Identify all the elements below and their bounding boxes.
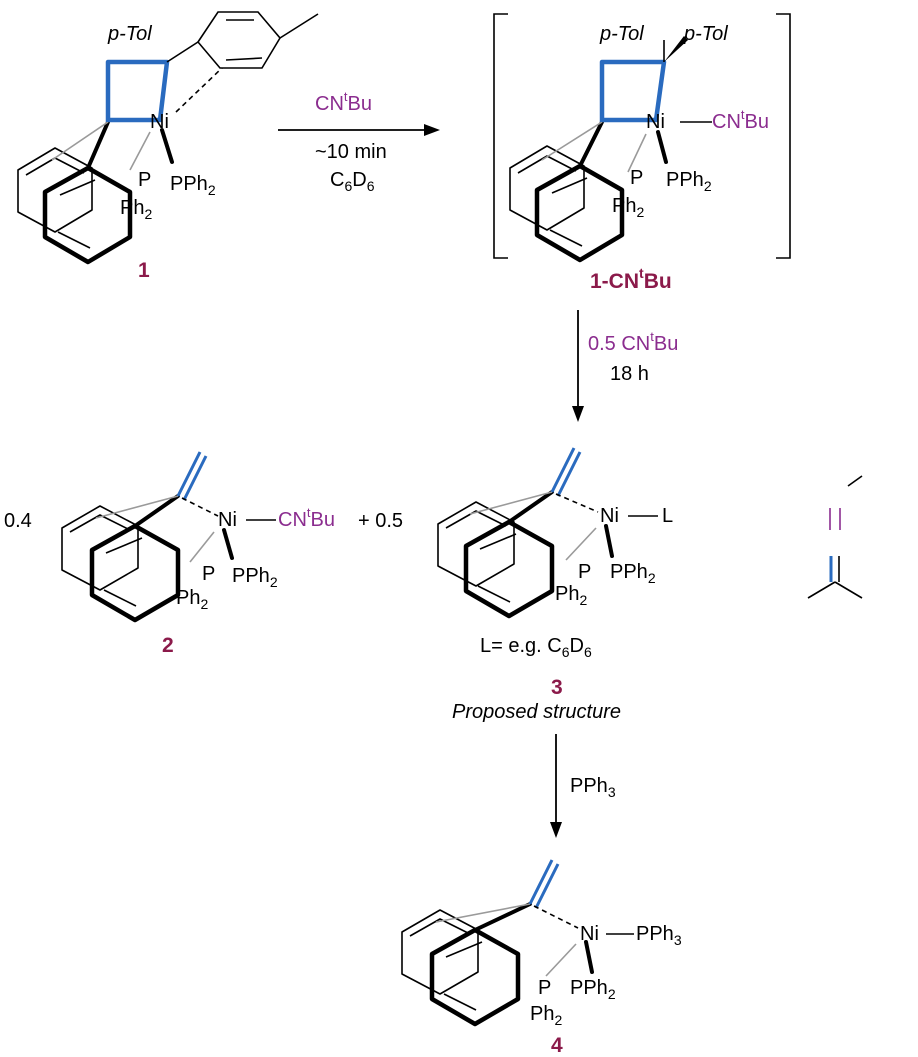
svg-text:PPh3: PPh3 (570, 775, 616, 800)
svg-text:Ni: Ni (600, 505, 619, 527)
svg-text:P: P (630, 167, 643, 189)
svg-text:p-Tol: p-Tol (599, 23, 644, 45)
svg-text:Ph2: Ph2 (120, 197, 152, 222)
svg-text:CNtBu: CNtBu (278, 505, 335, 531)
svg-text:CNtBu: CNtBu (315, 89, 372, 115)
compound-3: Ni L P PPh2 Ph2 L= e.g. C6D6 3 Proposed … (437, 447, 673, 723)
svg-text:Ni: Ni (218, 509, 237, 531)
svg-text:Ph2: Ph2 (176, 587, 208, 612)
ketenimine (807, 475, 863, 599)
svg-text:L= e.g. C6D6: L= e.g. C6D6 (480, 635, 592, 660)
svg-text:C6D6: C6D6 (330, 169, 375, 194)
svg-text:PPh2: PPh2 (170, 173, 216, 198)
svg-text:Ph2: Ph2 (530, 1003, 562, 1028)
arrow-3: PPh3 (550, 734, 616, 838)
arrow-2: 0.5 CNtBu 18 h (572, 310, 678, 422)
svg-text:Ni: Ni (646, 111, 665, 133)
svg-text:Ph2: Ph2 (555, 583, 587, 608)
compound-1-cntbu: p-Tol p-Tol Ni CNtBu PPh2 P Ph2 1-CNtBu (493, 13, 791, 293)
proposed-structure-note: Proposed structure (452, 701, 621, 723)
bracket-right (776, 13, 791, 259)
bracket-left (493, 13, 508, 259)
svg-text:PPh3: PPh3 (636, 923, 682, 948)
svg-text:L: L (662, 505, 673, 527)
compound-label-2: 2 (162, 634, 174, 657)
coef-0.4: 0.4 (4, 510, 32, 532)
compound-label-3: 3 (551, 676, 563, 699)
compound-label-1: 1 (138, 259, 150, 282)
svg-text:Ni: Ni (580, 923, 599, 945)
svg-text:p-Tol: p-Tol (683, 23, 728, 45)
arrow-1: CNtBu ~10 min C6D6 (278, 89, 440, 194)
coef-0.5: + 0.5 (358, 510, 403, 532)
compound-2: 0.4 Ni CNtBu P PPh2 Ph2 2 (4, 451, 335, 657)
compound-4: Ni PPh3 P PPh2 Ph2 4 (401, 859, 682, 1057)
svg-text:CNtBu: CNtBu (712, 107, 769, 133)
aryl-ring (42, 165, 133, 265)
ni-label: Ni (150, 111, 169, 133)
compound-label-4: 4 (551, 1034, 563, 1057)
svg-text:P: P (538, 977, 551, 999)
svg-text:~10 min: ~10 min (315, 141, 387, 163)
compound-1: p-Tol Ni PPh2 P Ph2 1 (17, 11, 319, 282)
svg-text:P: P (138, 169, 151, 191)
svg-text:P: P (578, 561, 591, 583)
svg-text:PPh2: PPh2 (570, 977, 616, 1002)
compound-label-1-cntbu: 1-CNtBu (590, 265, 672, 293)
svg-text:PPh2: PPh2 (610, 561, 656, 586)
svg-text:p-Tol: p-Tol (107, 23, 152, 45)
svg-text:0.5 CNtBu: 0.5 CNtBu (588, 329, 678, 355)
svg-text:PPh2: PPh2 (232, 565, 278, 590)
svg-text:18 h: 18 h (610, 363, 649, 385)
ptol-label: p-Tol (107, 23, 152, 45)
svg-text:P: P (202, 563, 215, 585)
svg-text:Ph2: Ph2 (612, 195, 644, 220)
svg-text:PPh2: PPh2 (666, 169, 712, 194)
